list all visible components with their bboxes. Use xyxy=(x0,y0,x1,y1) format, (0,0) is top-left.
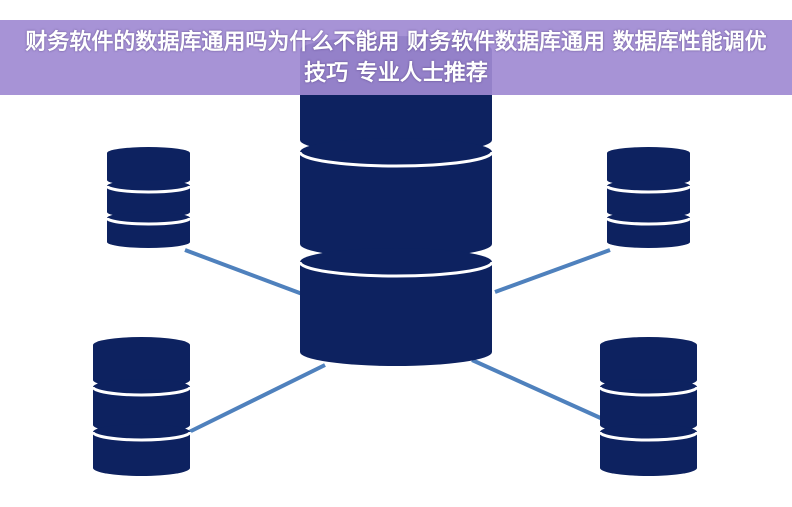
title-banner: 财务软件的数据库通用吗为什么不能用 财务软件数据库通用 数据库性能调优技巧 专业… xyxy=(0,20,792,95)
segment-divider xyxy=(91,431,192,442)
database-segment xyxy=(600,337,697,388)
segment-divider xyxy=(105,217,192,226)
database-segment xyxy=(107,212,190,248)
connector-line xyxy=(184,248,306,297)
segment-divider xyxy=(298,261,494,278)
database-segment xyxy=(107,147,190,186)
database-segment xyxy=(607,212,690,248)
connector-line xyxy=(186,363,326,435)
connector-line xyxy=(471,358,606,422)
segment-divider xyxy=(298,151,494,168)
database-segment xyxy=(607,147,690,186)
database-segment xyxy=(300,248,492,366)
segment-divider xyxy=(91,386,192,397)
database-segment xyxy=(607,180,690,218)
segment-divider xyxy=(105,185,192,194)
database-icon-top-left xyxy=(105,147,192,248)
database-segment xyxy=(93,424,190,476)
database-segment xyxy=(93,337,190,388)
database-segment xyxy=(107,180,190,218)
segment-divider xyxy=(598,386,699,397)
connector-line xyxy=(494,248,611,294)
segment-divider xyxy=(598,431,699,442)
database-icon-bottom-left xyxy=(91,337,192,476)
database-icon-bottom-right xyxy=(598,337,699,476)
page-title: 财务软件的数据库通用吗为什么不能用 财务软件数据库通用 数据库性能调优技巧 专业… xyxy=(25,29,767,86)
database-segment xyxy=(600,424,697,476)
segment-divider xyxy=(605,185,692,194)
segment-divider xyxy=(605,217,692,226)
database-segment xyxy=(300,138,492,258)
database-icon-top-right xyxy=(605,147,692,248)
